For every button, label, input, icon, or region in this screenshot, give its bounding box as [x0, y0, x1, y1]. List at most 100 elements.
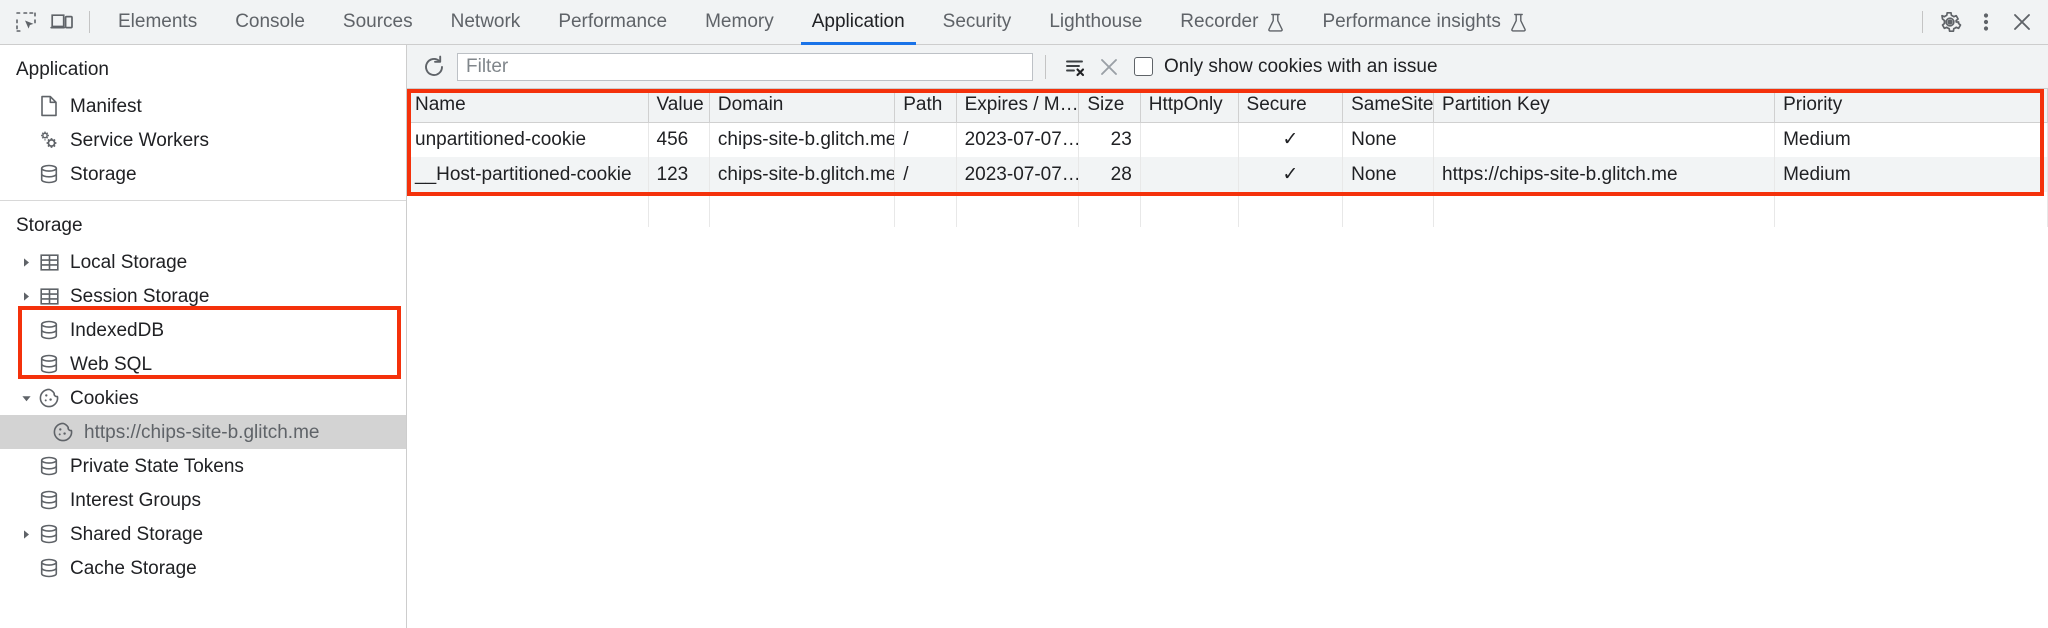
chevron-down-icon[interactable] — [16, 393, 36, 404]
cell-domain: chips-site-b.glitch.me — [709, 122, 896, 157]
sidebar-item-cookie-origin[interactable]: https://chips-site-b.glitch.me — [0, 415, 406, 449]
sidebar-item-label: Cookies — [70, 387, 139, 409]
database-icon — [36, 489, 62, 511]
cell-size: 28 — [1078, 157, 1141, 192]
cookies-panel: Only show cookies with an issue Name Val… — [407, 45, 2048, 628]
column-header-value[interactable]: Value — [648, 89, 710, 123]
chevron-right-icon[interactable] — [16, 257, 36, 268]
tab-sources[interactable]: Sources — [324, 0, 432, 45]
tab-performance-insights[interactable]: Performance insights — [1303, 0, 1545, 45]
cell-httponly — [1140, 157, 1239, 192]
database-icon — [36, 163, 62, 185]
sidebar-item-interest-groups[interactable]: Interest Groups — [0, 483, 406, 517]
sidebar-item-indexeddb[interactable]: IndexedDB — [0, 313, 406, 347]
column-header-samesite[interactable]: SameSite — [1342, 89, 1435, 123]
chevron-right-icon[interactable] — [16, 291, 36, 302]
table-empty-area — [407, 192, 2048, 227]
settings-gear-icon[interactable] — [1932, 4, 1968, 40]
only-show-issues-checkbox[interactable]: Only show cookies with an issue — [1134, 56, 1438, 78]
cell-size: 23 — [1078, 122, 1141, 157]
close-devtools-icon[interactable] — [2004, 4, 2040, 40]
more-options-icon[interactable] — [1968, 4, 2004, 40]
sidebar-item-label: https://chips-site-b.glitch.me — [84, 421, 320, 443]
tab-label: Performance insights — [1322, 11, 1501, 32]
column-header-name[interactable]: Name — [407, 89, 649, 123]
tab-performance[interactable]: Performance — [539, 0, 686, 45]
refresh-icon[interactable] — [417, 50, 451, 84]
column-header-priority[interactable]: Priority — [1774, 89, 2048, 123]
tab-label: Sources — [342, 11, 413, 32]
devtools-main-toolbar: Elements Console Sources Network Perform… — [0, 0, 2048, 45]
devtools-panel-tabs: Elements Console Sources Network Perform… — [99, 0, 1546, 45]
cell-priority: Medium — [1774, 157, 2048, 192]
checkbox-label: Only show cookies with an issue — [1164, 55, 1438, 77]
sidebar-item-manifest[interactable]: Manifest — [0, 89, 406, 123]
sidebar-item-local-storage[interactable]: Local Storage — [0, 245, 406, 279]
tab-label: Recorder — [1180, 11, 1259, 32]
sidebar-item-label: Storage — [70, 163, 137, 185]
clear-all-cookies-icon[interactable] — [1092, 50, 1126, 84]
tab-label: Elements — [118, 11, 198, 32]
sidebar-item-session-storage[interactable]: Session Storage — [0, 279, 406, 313]
filter-input[interactable] — [457, 52, 1033, 81]
sidebar-item-shared-storage[interactable]: Shared Storage — [0, 517, 406, 551]
tab-recorder[interactable]: Recorder — [1161, 0, 1303, 45]
clear-filter-icon[interactable] — [1058, 50, 1092, 84]
tab-application[interactable]: Application — [793, 0, 924, 45]
tab-security[interactable]: Security — [924, 0, 1031, 45]
cell-path: / — [894, 122, 957, 157]
tab-lighthouse[interactable]: Lighthouse — [1030, 0, 1161, 45]
chevron-right-icon[interactable] — [16, 529, 36, 540]
cell-samesite: None — [1342, 122, 1435, 157]
sidebar-section-application: Application Manifest — [0, 45, 406, 191]
cell-name: __Host-partitioned-cookie — [407, 157, 649, 192]
table-icon — [36, 252, 62, 273]
table-row[interactable]: __Host-partitioned-cookie 123 chips-site… — [407, 157, 2048, 192]
column-header-secure[interactable]: Secure — [1238, 89, 1344, 123]
gears-icon — [36, 128, 62, 152]
column-header-domain[interactable]: Domain — [709, 89, 896, 123]
column-header-partition-key[interactable]: Partition Key — [1433, 89, 1776, 123]
table-row[interactable]: unpartitioned-cookie 456 chips-site-b.gl… — [407, 122, 2048, 157]
toolbar-divider — [89, 11, 90, 33]
tab-label: Application — [811, 11, 905, 32]
sidebar-section-storage: Storage Local Storage — [0, 201, 406, 585]
sidebar-item-web-sql[interactable]: Web SQL — [0, 347, 406, 381]
cookie-icon — [50, 421, 76, 443]
devtools-body: Application Manifest — [0, 45, 2048, 628]
document-icon — [36, 95, 62, 117]
sidebar-item-label: Cache Storage — [70, 557, 197, 579]
database-icon — [36, 319, 62, 341]
cookie-icon — [36, 387, 62, 409]
sidebar-item-service-workers[interactable]: Service Workers — [0, 123, 406, 157]
cookies-filter-toolbar: Only show cookies with an issue — [407, 45, 2048, 89]
sidebar-item-cache-storage[interactable]: Cache Storage — [0, 551, 406, 585]
column-header-size[interactable]: Size — [1078, 89, 1141, 123]
table-icon — [36, 286, 62, 307]
device-toolbar-icon[interactable] — [44, 4, 80, 40]
column-header-path[interactable]: Path — [894, 89, 957, 123]
inspect-element-icon[interactable] — [8, 4, 44, 40]
sidebar-item-label: IndexedDB — [70, 319, 165, 341]
sidebar-section-title: Application — [16, 59, 109, 80]
sidebar-item-cookies[interactable]: Cookies — [0, 381, 406, 415]
experimental-flask-icon — [1267, 13, 1284, 32]
toolbar-right-controls — [1913, 4, 2040, 40]
sidebar-section-title: Storage — [16, 215, 83, 236]
tab-console[interactable]: Console — [216, 0, 324, 45]
toolbar-divider-right — [1922, 11, 1923, 33]
sidebar-divider — [0, 200, 406, 201]
checkbox-box[interactable] — [1134, 57, 1153, 76]
sidebar-item-storage[interactable]: Storage — [0, 157, 406, 191]
cookie-table: Name Value Domain Path Expires / M… Size… — [407, 89, 2048, 227]
tab-memory[interactable]: Memory — [686, 0, 793, 45]
tab-elements[interactable]: Elements — [99, 0, 216, 45]
cell-secure: ✓ — [1238, 122, 1344, 157]
column-header-expires[interactable]: Expires / M… — [956, 89, 1080, 123]
column-header-httponly[interactable]: HttpOnly — [1140, 89, 1239, 123]
cell-httponly — [1140, 122, 1239, 157]
tab-network[interactable]: Network — [432, 0, 540, 45]
sidebar-item-private-state-tokens[interactable]: Private State Tokens — [0, 449, 406, 483]
database-icon — [36, 455, 62, 477]
